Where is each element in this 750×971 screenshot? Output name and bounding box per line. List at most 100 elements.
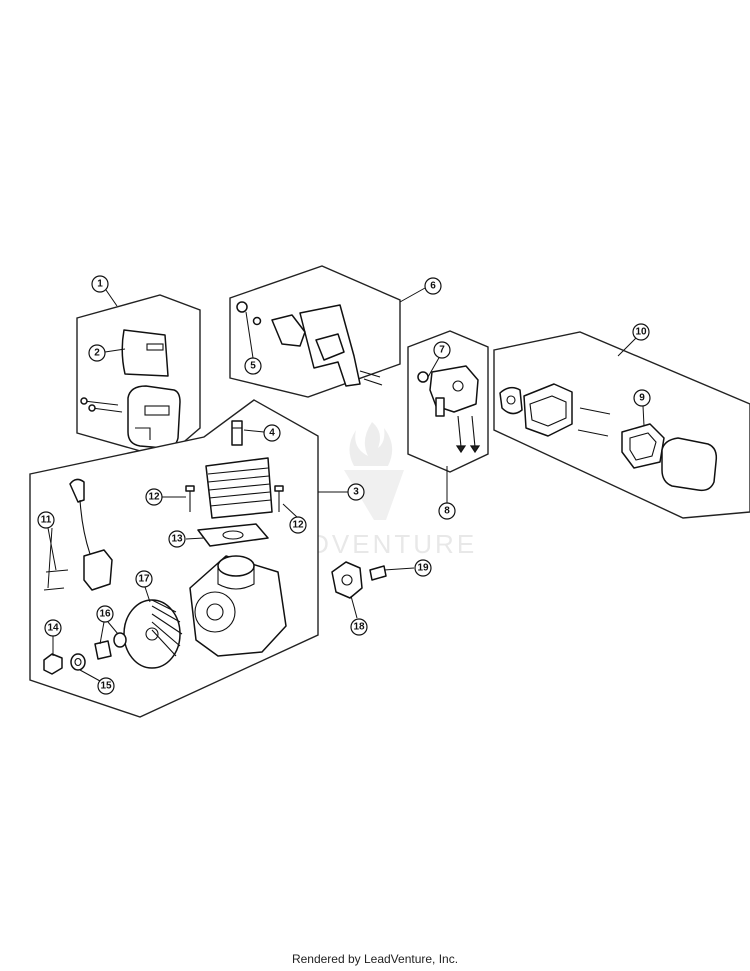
screw-head-left xyxy=(185,485,195,492)
callout-2[interactable]: 2 xyxy=(88,344,106,362)
cylinder-gasket-part[interactable] xyxy=(197,523,269,547)
callout-9[interactable]: 9 xyxy=(633,389,651,407)
panel-3 xyxy=(29,399,319,718)
callout-16[interactable]: 16 xyxy=(96,605,114,623)
carb-screw-1[interactable] xyxy=(457,415,462,448)
gasket-hole xyxy=(506,395,516,405)
callout-17[interactable]: 17 xyxy=(135,570,153,588)
carb-gasket-ring[interactable] xyxy=(417,371,429,383)
screw-head-right xyxy=(274,485,284,492)
callout-19[interactable]: 19 xyxy=(414,559,432,577)
callout-12-left[interactable]: 12 xyxy=(145,488,163,506)
air-filter-cover-part[interactable] xyxy=(661,437,718,492)
filter-inner xyxy=(629,432,657,461)
callout-3[interactable]: 3 xyxy=(347,483,365,501)
ignition-module-part[interactable] xyxy=(331,561,363,599)
leader-lines xyxy=(47,287,645,682)
callout-8[interactable]: 8 xyxy=(438,502,456,520)
svg-text:3: 3 xyxy=(353,487,359,498)
coil-screw-2[interactable] xyxy=(43,587,65,591)
callout-5[interactable]: 5 xyxy=(244,357,262,375)
svg-text:12: 12 xyxy=(148,492,160,503)
callout-6[interactable]: 6 xyxy=(424,277,442,295)
svg-text:12: 12 xyxy=(292,520,304,531)
screw-tip-1 xyxy=(455,445,467,454)
air-filter-gasket-part[interactable] xyxy=(499,386,523,415)
muffler-screw-2[interactable] xyxy=(91,407,123,413)
filter-screw-1[interactable] xyxy=(579,407,611,415)
bracket-clamp-part[interactable] xyxy=(315,333,345,361)
svg-text:5: 5 xyxy=(250,361,256,372)
flywheel-hub xyxy=(145,627,159,641)
muffler-screw-1[interactable] xyxy=(83,400,119,406)
standalone-parts xyxy=(331,561,387,599)
muffler-label xyxy=(144,405,170,416)
washer-hole xyxy=(74,657,82,667)
panel-group-1 xyxy=(76,294,201,459)
carb-throat xyxy=(452,380,464,392)
ignition-coil-part[interactable] xyxy=(83,549,113,591)
flywheel-fins xyxy=(151,599,183,657)
nut-part[interactable] xyxy=(252,316,262,326)
svg-text:17: 17 xyxy=(138,574,150,585)
callout-10[interactable]: 10 xyxy=(632,323,650,341)
carb-mount-part[interactable] xyxy=(271,314,306,347)
screw-head-2 xyxy=(88,404,96,412)
o-ring-part[interactable] xyxy=(236,301,248,313)
callout-14[interactable]: 14 xyxy=(44,619,62,637)
crankcase-shaft-hole xyxy=(206,603,224,621)
callout-13[interactable]: 13 xyxy=(168,530,186,548)
panel-group-6 xyxy=(229,265,401,398)
svg-text:19: 19 xyxy=(417,563,429,574)
panel-group-10 xyxy=(493,331,750,519)
flame-icon xyxy=(349,422,393,466)
callout-15[interactable]: 15 xyxy=(97,677,115,695)
chevron-icon xyxy=(344,470,404,520)
ignition-lead xyxy=(79,499,91,555)
svg-text:18: 18 xyxy=(353,622,365,633)
heat-shield-part[interactable] xyxy=(121,329,169,377)
piston-part[interactable] xyxy=(217,555,255,577)
svg-text:11: 11 xyxy=(41,515,52,526)
svg-text:14: 14 xyxy=(47,623,59,634)
bracket-screw-1[interactable] xyxy=(359,370,381,378)
screw-head-1 xyxy=(80,397,88,405)
spark-plug-boot-part[interactable] xyxy=(69,478,85,503)
gasket-bore xyxy=(222,530,244,540)
cylinder-part[interactable] xyxy=(205,457,273,519)
module-hole xyxy=(341,574,353,586)
spacer-washer-part[interactable] xyxy=(113,632,127,648)
bushing-part[interactable] xyxy=(94,640,112,660)
svg-text:7: 7 xyxy=(439,345,445,356)
fitting-part[interactable] xyxy=(369,565,387,581)
callout-12-right[interactable]: 12 xyxy=(289,516,307,534)
muffler-part[interactable] xyxy=(127,385,181,449)
filter-screw-2[interactable] xyxy=(577,429,609,437)
callout-7[interactable]: 7 xyxy=(433,341,451,359)
svg-text:6: 6 xyxy=(430,281,436,292)
svg-text:1: 1 xyxy=(97,279,103,290)
spark-plug-part[interactable] xyxy=(231,420,243,446)
washer-part[interactable] xyxy=(70,653,86,671)
svg-text:13: 13 xyxy=(171,534,183,545)
screw-tip-2 xyxy=(469,445,481,454)
callout-18[interactable]: 18 xyxy=(350,618,368,636)
piston-skirt xyxy=(217,566,255,590)
carb-primer xyxy=(435,397,445,417)
air-filter-element-part[interactable] xyxy=(621,423,665,469)
muffler-outlet xyxy=(135,427,151,440)
svg-text:2: 2 xyxy=(94,348,100,359)
svg-text:16: 16 xyxy=(99,609,111,620)
panel-group-8 xyxy=(407,330,489,473)
bracket-screw-2[interactable] xyxy=(363,378,383,386)
carb-screw-2[interactable] xyxy=(471,415,476,448)
callout-1[interactable]: 1 xyxy=(91,275,109,293)
cylinder-fins xyxy=(207,467,272,507)
coil-screw-1[interactable] xyxy=(45,569,69,573)
crankcase-bore xyxy=(194,591,236,633)
callout-4[interactable]: 4 xyxy=(263,424,281,442)
air-filter-base-part[interactable] xyxy=(523,383,573,437)
clutch-nut-part[interactable] xyxy=(43,653,63,675)
callout-11[interactable]: 11 xyxy=(37,511,55,529)
